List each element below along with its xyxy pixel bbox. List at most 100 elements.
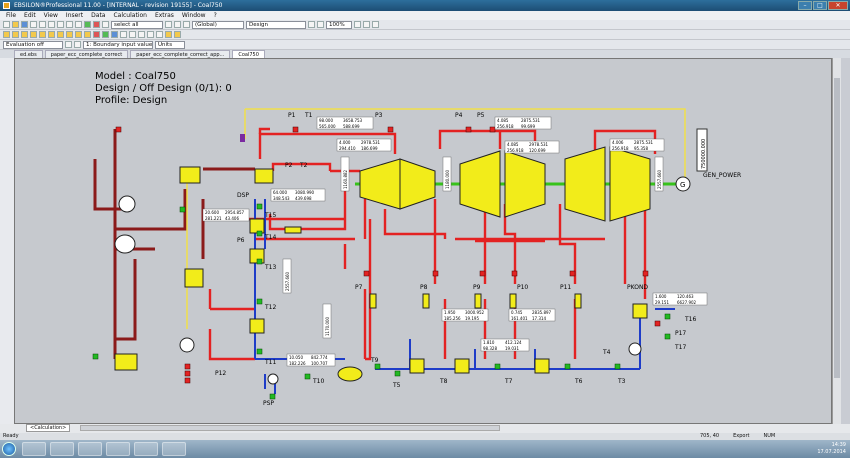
component-tank-icon[interactable] — [84, 31, 91, 38]
save-icon[interactable] — [21, 21, 28, 28]
pump-condensate[interactable] — [628, 342, 642, 356]
menu-file[interactable]: File — [6, 12, 17, 19]
fan-b[interactable] — [114, 234, 136, 254]
air-preheater[interactable] — [184, 268, 204, 288]
select-icon[interactable] — [102, 21, 109, 28]
taskbar-ebsilon-icon[interactable] — [134, 442, 158, 456]
evaluation-icon[interactable] — [65, 41, 72, 48]
generator[interactable] — [675, 176, 691, 192]
mode-combo[interactable]: Design — [246, 20, 306, 29]
component-measure-icon[interactable] — [102, 31, 109, 38]
maximize-button[interactable]: □ — [813, 1, 827, 10]
horizontal-scrollbar[interactable] — [80, 425, 500, 431]
select-combo[interactable]: select all — [111, 20, 163, 29]
component-line-icon[interactable] — [111, 31, 118, 38]
component-valve-icon[interactable] — [57, 31, 64, 38]
filter-icon[interactable] — [165, 21, 172, 28]
paste-icon[interactable] — [57, 21, 64, 28]
menu-calculation[interactable]: Calculation — [113, 12, 147, 19]
menu-edit[interactable]: Edit — [24, 12, 36, 19]
menu-extras[interactable]: Extras — [154, 12, 174, 19]
copy-icon[interactable] — [48, 21, 55, 28]
heater-t12[interactable] — [249, 318, 265, 334]
profile-icon[interactable] — [183, 21, 190, 28]
condenser[interactable] — [632, 303, 648, 319]
feedwater-tank[interactable] — [337, 366, 363, 382]
fan-a[interactable] — [118, 195, 136, 213]
tab-coal750[interactable]: Coal750 — [232, 50, 265, 58]
component-extra2-icon[interactable] — [174, 31, 181, 38]
menu-view[interactable]: View — [43, 12, 58, 19]
valve-p10[interactable] — [509, 293, 517, 309]
redo-icon[interactable] — [75, 21, 82, 28]
stop-icon[interactable] — [93, 21, 100, 28]
menu-data[interactable]: Data — [91, 12, 106, 19]
zoom-in-icon[interactable] — [308, 21, 315, 28]
component-table-icon[interactable] — [156, 31, 163, 38]
open-icon[interactable] — [12, 21, 19, 28]
component-text-icon[interactable] — [120, 31, 127, 38]
component-chart-icon[interactable] — [147, 31, 154, 38]
menu-help[interactable]: ? — [213, 12, 217, 19]
diagram-canvas[interactable]: Model : Coal750 Design / Off Design (0/1… — [14, 58, 832, 424]
print-icon[interactable] — [30, 21, 37, 28]
vertical-scroll-thumb[interactable] — [834, 78, 840, 378]
component-pump-icon[interactable] — [21, 31, 28, 38]
component-boundary-icon[interactable] — [93, 31, 100, 38]
grid-icon[interactable] — [363, 21, 370, 28]
component-heater-icon[interactable] — [30, 31, 37, 38]
taskbar-ie-icon[interactable] — [22, 442, 46, 456]
component-turbine-icon[interactable] — [12, 31, 19, 38]
taskbar-media-icon[interactable] — [106, 442, 130, 456]
component-mixer-icon[interactable] — [39, 31, 46, 38]
ip-turbine-a[interactable] — [459, 150, 501, 218]
valve-p7[interactable] — [369, 293, 377, 309]
cut-icon[interactable] — [39, 21, 46, 28]
fit-icon[interactable] — [354, 21, 361, 28]
tab-ed[interactable]: ed.ebs — [14, 50, 43, 58]
calculate-icon[interactable] — [84, 21, 91, 28]
zoom-out-icon[interactable] — [317, 21, 324, 28]
vertical-scrollbar[interactable] — [832, 58, 841, 424]
lp-turbine-a[interactable] — [564, 146, 606, 222]
taskbar-chrome-icon[interactable] — [78, 442, 102, 456]
heater-t7[interactable] — [454, 358, 470, 374]
heater-t8[interactable] — [409, 358, 425, 374]
component-condenser-icon[interactable] — [66, 31, 73, 38]
menu-insert[interactable]: Insert — [65, 12, 84, 19]
lp-turbine-b[interactable] — [609, 146, 651, 222]
component-boiler-icon[interactable] — [3, 31, 10, 38]
pump-psp[interactable] — [267, 373, 279, 385]
boiler[interactable] — [179, 166, 201, 184]
tab-paper-correct-app[interactable]: paper_ecc_complete_correct_app... — [130, 50, 231, 58]
menu-window[interactable]: Window — [181, 12, 206, 19]
tree-icon[interactable] — [174, 21, 181, 28]
evaluation-combo[interactable]: Evaluation off — [3, 40, 63, 49]
close-button[interactable]: ✕ — [828, 1, 848, 10]
help-icon[interactable] — [372, 21, 379, 28]
new-icon[interactable] — [3, 21, 10, 28]
boundary-combo[interactable]: 1: Boundary input value — [83, 40, 153, 49]
component-generator-icon[interactable] — [75, 31, 82, 38]
undo-icon[interactable] — [66, 21, 73, 28]
tab-paper-correct[interactable]: paper_ecc_complete_correct — [44, 50, 129, 58]
minimize-button[interactable]: – — [798, 1, 812, 10]
pump-feed[interactable] — [179, 337, 195, 353]
ip-turbine-b[interactable] — [504, 150, 546, 218]
zoom-combo[interactable]: 100% — [326, 20, 352, 29]
scope-combo[interactable]: (Global) — [192, 20, 244, 29]
valve-p11[interactable] — [574, 293, 582, 309]
coal-mill[interactable] — [114, 353, 138, 371]
taskbar-app-icon[interactable] — [162, 442, 186, 456]
taskbar-explorer-icon[interactable] — [50, 442, 74, 456]
hp-turbine-b[interactable] — [399, 158, 436, 210]
evaluation2-icon[interactable] — [74, 41, 81, 48]
component-value-icon[interactable] — [129, 31, 136, 38]
start-button[interactable] — [2, 442, 16, 456]
component-macro-icon[interactable] — [138, 31, 145, 38]
units-combo[interactable]: Units — [155, 40, 185, 49]
component-splitter-icon[interactable] — [48, 31, 55, 38]
sheet-tab-calculation[interactable]: <Calculation> — [26, 424, 71, 432]
drain-separator[interactable] — [254, 168, 274, 184]
heater-t6[interactable] — [534, 358, 550, 374]
